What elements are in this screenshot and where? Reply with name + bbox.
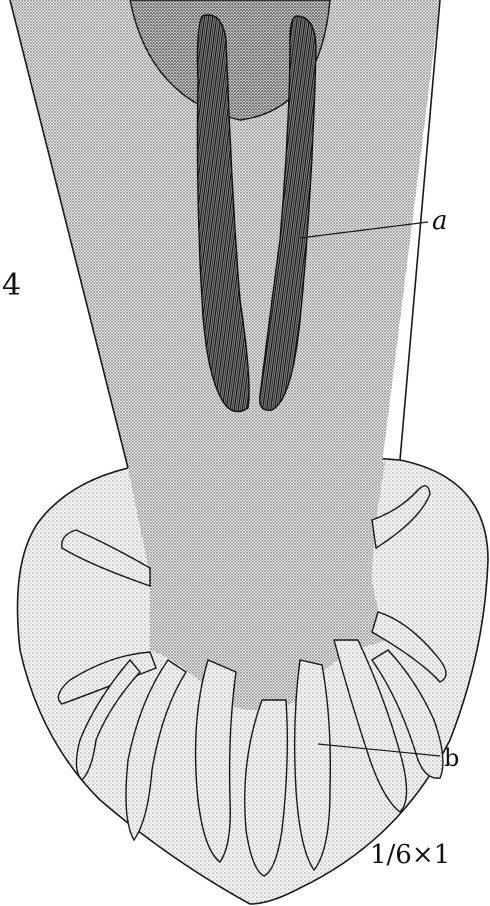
label-a: a (432, 206, 448, 236)
scale-note: 1/6×1 (370, 840, 450, 870)
label-b: b (444, 744, 459, 772)
figure-number: 4 (2, 268, 21, 303)
